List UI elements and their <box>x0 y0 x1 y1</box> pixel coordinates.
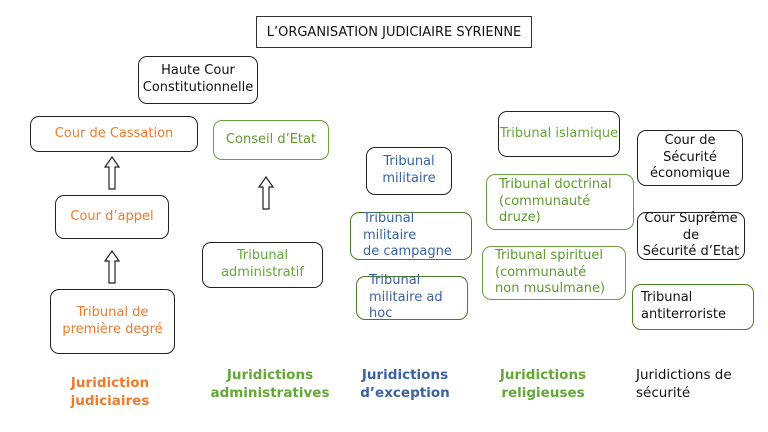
box-tribunal-militaire: Tribunal militaire <box>366 147 452 195</box>
box-tribunal-premiere: Tribunal de première degré <box>50 289 175 354</box>
box-tribunal-doctrinal: Tribunal doctrinal (communauté druze) <box>486 174 634 230</box>
box-cour-securite-economique: Cour de Sécurité économique <box>637 130 743 186</box>
arrow-up-icon <box>104 250 120 284</box>
box-haute-cour: Haute Cour Constitutionnelle <box>138 56 258 104</box>
box-conseil-etat: Conseil d’Etat <box>213 120 329 160</box>
diagram-title: L’ORGANISATION JUDICIAIRE SYRIENNE <box>256 16 532 48</box>
box-tribunal-militaire-adhoc: Tribunal militaire ad hoc <box>356 273 468 321</box>
column-label-administratives: Juridictions administratives <box>210 367 330 402</box>
column-label-exception: Juridictions d’exception <box>360 367 450 402</box>
box-cour-supreme-securite: Cour Suprême de Sécurité d’Etat <box>637 211 745 260</box>
column-label-securite: Juridictions de sécurité <box>636 367 732 402</box>
box-cour-cassation: Cour de Cassation <box>30 116 198 152</box>
box-tribunal-militaire-campagne: Tribunal militaire de campagne <box>350 211 472 260</box>
column-label-religieuses: Juridictions religieuses <box>499 367 587 402</box>
column-label-judiciaires: Juridiction judiciaires <box>70 375 150 410</box>
box-tribunal-spirituel: Tribunal spirituel (communauté non musul… <box>482 246 626 300</box>
arrow-up-icon <box>258 176 274 210</box>
box-cour-appel: Cour d’appel <box>55 195 169 239</box>
box-tribunal-islamique: Tribunal islamique <box>498 111 620 157</box>
box-tribunal-antiterroriste: Tribunal antiterroriste <box>632 284 754 330</box>
arrow-up-icon <box>104 156 120 190</box>
box-tribunal-administratif: Tribunal administratif <box>202 242 323 288</box>
